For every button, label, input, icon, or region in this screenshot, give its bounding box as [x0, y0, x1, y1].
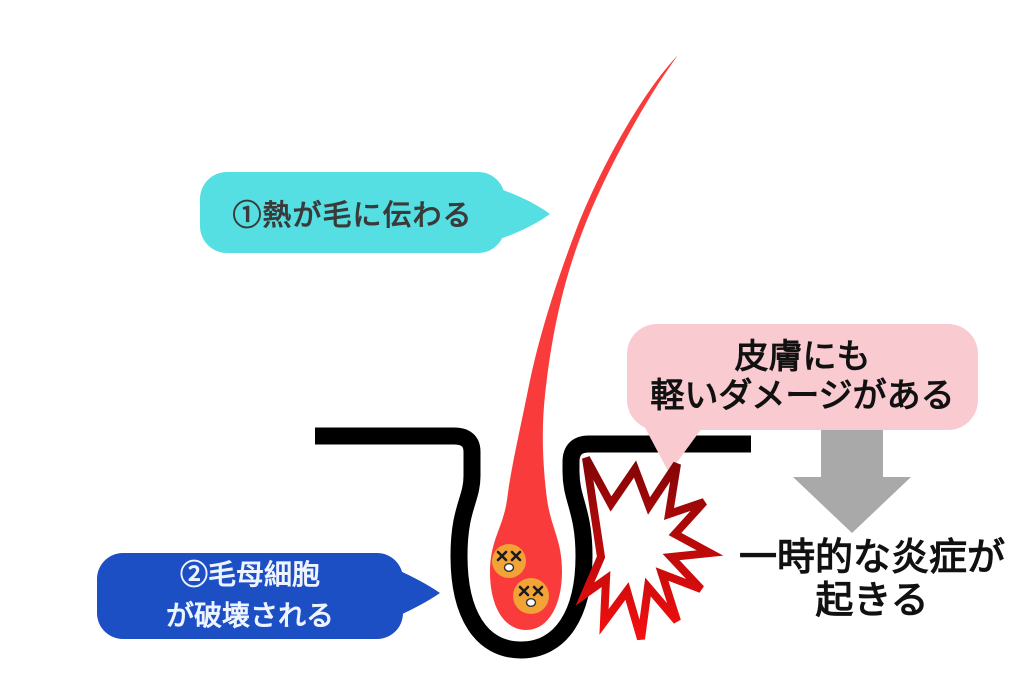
hair-shaft [490, 55, 678, 630]
matrix-bubble-shape [97, 553, 440, 639]
skin-damage-bubble-body [627, 324, 978, 430]
skin-damage-bubble-shape [627, 324, 978, 473]
heat-bubble-tail [500, 189, 550, 239]
skin-damage-bubble-tail [641, 420, 708, 473]
skin-and-follicle-outline [315, 427, 751, 659]
damage-burst-icon [575, 456, 724, 641]
heat-bubble-body [200, 172, 505, 253]
x-eyes-icon [496, 550, 522, 562]
cell-mouth [525, 598, 537, 608]
cell-body [513, 578, 549, 614]
cell-mouth [503, 563, 515, 573]
x-eyes-icon [518, 585, 544, 597]
destroyed-cell [492, 544, 526, 578]
matrix-bubble-tail [398, 570, 440, 616]
matrix-bubble-body [97, 553, 403, 639]
destroyed-cell [513, 578, 549, 614]
heat-bubble-shape [200, 172, 550, 253]
cell-body [492, 544, 526, 578]
